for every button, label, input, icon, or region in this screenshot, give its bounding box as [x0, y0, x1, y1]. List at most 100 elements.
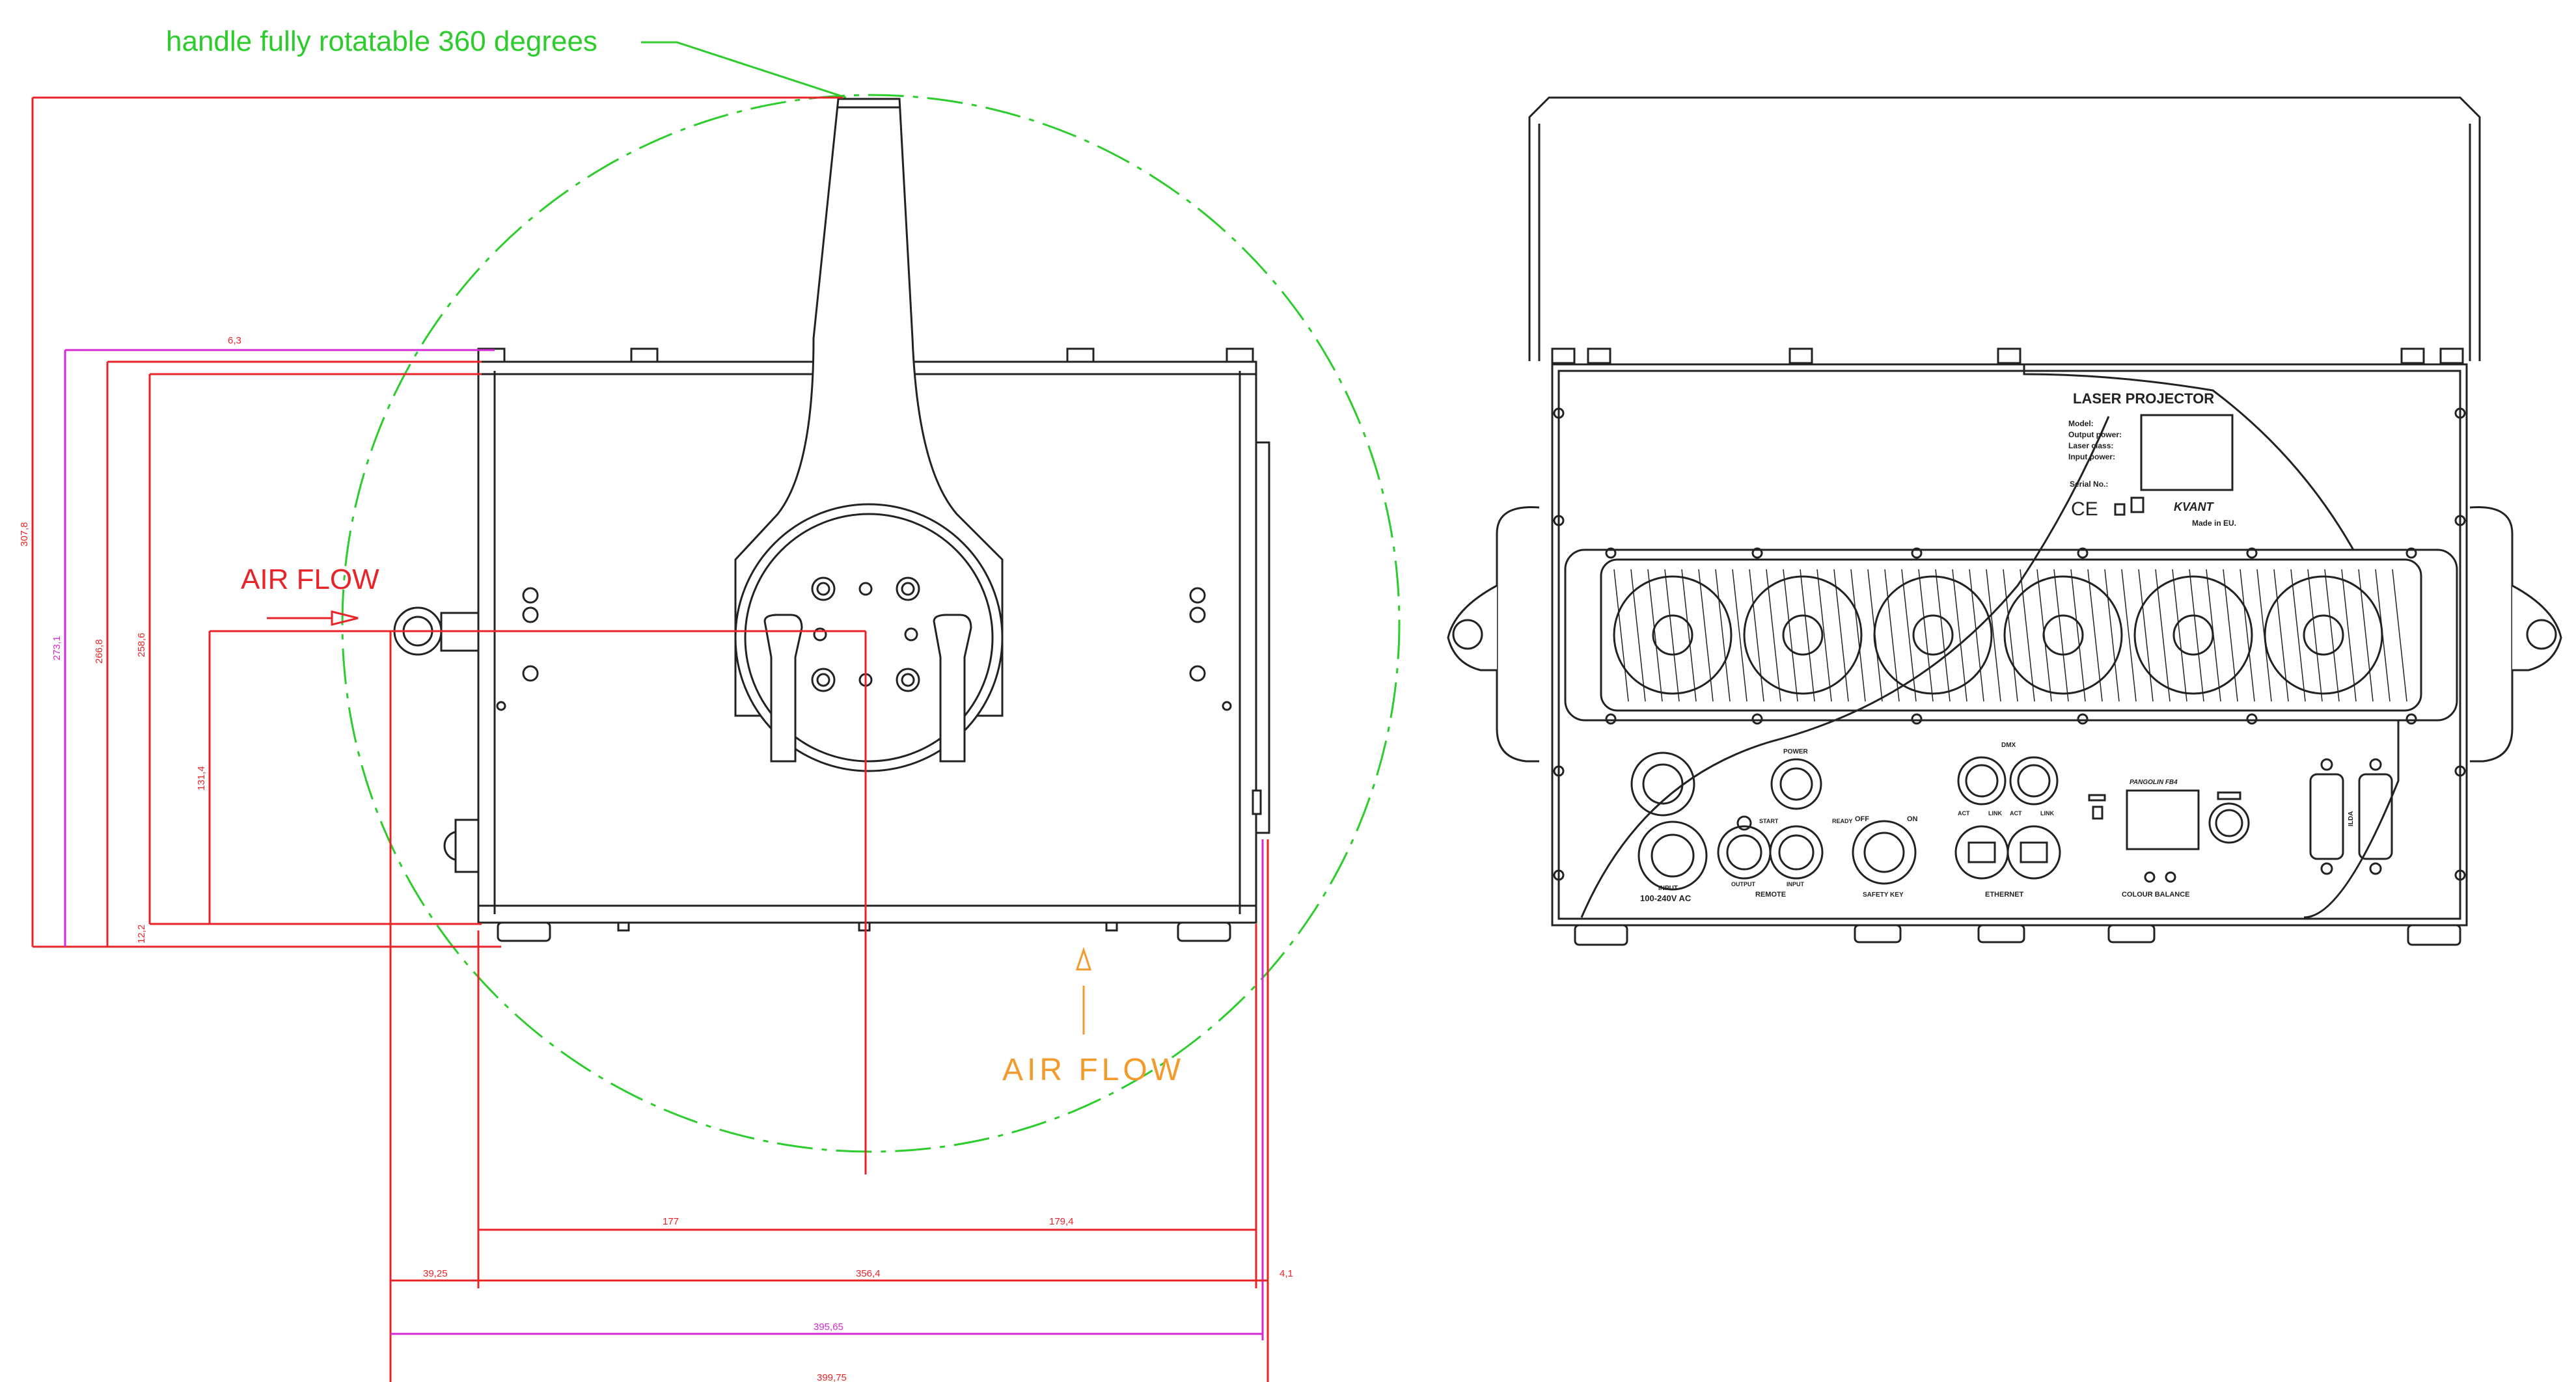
- clamp-lever-left: [763, 614, 803, 763]
- ethernet-ports: ACT LINK ACT LINK ETHERNET: [1954, 810, 2061, 899]
- vent-slot: [2155, 569, 2171, 702]
- svg-text:Input power:: Input power:: [2068, 452, 2115, 461]
- vent-slot: [1613, 569, 1629, 702]
- rear-handle-right: [2469, 506, 2514, 763]
- pangolin-module: PANGOLIN FB4 COLOUR BALANCE: [2088, 779, 2250, 899]
- side-screws: [496, 587, 1232, 711]
- svg-text:COLOUR BALANCE: COLOUR BALANCE: [2122, 891, 2190, 899]
- power-switch: POWER: [1770, 748, 1822, 810]
- svg-text:399,75: 399,75: [817, 1372, 847, 1382]
- vent-slot: [2240, 569, 2255, 702]
- vent-slot: [2189, 569, 2204, 702]
- handle-rotation-circle: [341, 94, 1401, 1153]
- vent-slot: [2324, 569, 2340, 702]
- svg-text:REMOTE: REMOTE: [1755, 891, 1786, 899]
- vent-slot: [2104, 569, 2120, 702]
- svg-text:ON: ON: [1907, 815, 1918, 823]
- vent-slot: [2392, 569, 2407, 702]
- vent-slot: [1647, 569, 1663, 702]
- svg-text:START: START: [1759, 818, 1779, 824]
- vent-slot: [1850, 569, 1866, 702]
- svg-text:READY: READY: [1832, 818, 1853, 824]
- handle-note-text: handle fully rotatable 360 degrees: [166, 25, 597, 57]
- svg-text:PANGOLIN FB4: PANGOLIN FB4: [2130, 779, 2178, 786]
- dmx-connectors: DMX: [1957, 742, 2059, 806]
- vent-slot: [1783, 569, 1798, 702]
- vent-slot: [2138, 569, 2154, 702]
- svg-text:12,2: 12,2: [136, 925, 147, 943]
- airflow-bottom-label: AIR FLOW: [1002, 1053, 1185, 1087]
- vent-slot: [2087, 569, 2103, 702]
- vent-slot: [2003, 569, 2018, 702]
- svg-text:39,25: 39,25: [423, 1268, 448, 1279]
- svg-text:LINK: LINK: [2040, 810, 2054, 817]
- svg-text:4,1: 4,1: [1280, 1268, 1293, 1279]
- rear-hood: [1528, 96, 2481, 361]
- vent-slot: [1884, 569, 1900, 702]
- svg-text:INPUT: INPUT: [1787, 881, 1805, 887]
- vent-slots: [1613, 569, 2407, 702]
- vent-slot: [2341, 569, 2357, 702]
- handle-hub: [734, 503, 1004, 772]
- svg-text:SAFETY KEY: SAFETY KEY: [1863, 891, 1904, 899]
- svg-text:258,6: 258,6: [136, 632, 147, 657]
- vent-slot: [1952, 569, 1967, 702]
- svg-text:307,8: 307,8: [19, 522, 30, 547]
- vent-slot: [1715, 569, 1731, 702]
- vent-slot: [1918, 569, 1934, 702]
- svg-text:INPUT: INPUT: [1658, 885, 1678, 892]
- vent-slot: [1766, 569, 1781, 702]
- vent-slot: [2172, 569, 2187, 702]
- vent-slot: [2053, 569, 2069, 702]
- vent-slot: [2307, 569, 2323, 702]
- rear-label-lines: Model: Output power: Laser class: Input …: [2068, 419, 2122, 461]
- vent-slot: [1935, 569, 1951, 702]
- power-input-connector: INPUT 100-240V AC: [1630, 752, 1708, 903]
- side-dimensions: 307,8 273,1 266,8 258,6 131,4 12,2 6,3: [19, 96, 1293, 1382]
- svg-text:356,4: 356,4: [856, 1268, 881, 1279]
- vent-slot: [2223, 569, 2238, 702]
- svg-text:Serial No.:: Serial No.:: [2070, 480, 2108, 489]
- vent-slot: [1664, 569, 1680, 702]
- svg-text:179,4: 179,4: [1049, 1216, 1074, 1227]
- vent-slot: [1986, 569, 2001, 702]
- vent-slot: [2070, 569, 2086, 702]
- svg-text:LINK: LINK: [1988, 810, 2002, 817]
- svg-text:177: 177: [663, 1216, 679, 1227]
- svg-text:266,8: 266,8: [94, 639, 105, 664]
- remote-connectors: START READY OUTPUT INPUT REMOTE: [1717, 815, 1853, 899]
- handle-note-leader: [641, 41, 847, 99]
- vent-slot: [2121, 569, 2137, 702]
- svg-text:ETHERNET: ETHERNET: [1985, 891, 2024, 899]
- svg-text:131,4: 131,4: [196, 766, 207, 791]
- rear-handle-left: [1496, 506, 1540, 763]
- svg-text:6,3: 6,3: [228, 335, 241, 346]
- safety-key: OFF ON SAFETY KEY: [1852, 815, 1918, 899]
- brand-logo: KVANT: [2174, 500, 2215, 513]
- ilda-connectors: ILDA: [2309, 758, 2393, 875]
- laser-projector-title: LASER PROJECTOR: [2073, 390, 2214, 407]
- svg-text:Output power:: Output power:: [2068, 430, 2122, 439]
- svg-text:CE: CE: [2071, 498, 2098, 520]
- vent-slot: [1732, 569, 1747, 702]
- clamp-lever-right: [933, 614, 972, 763]
- svg-text:POWER: POWER: [1783, 748, 1809, 755]
- svg-text:395,65: 395,65: [814, 1321, 843, 1333]
- vent-slot: [1749, 569, 1764, 702]
- svg-text:Made in EU.: Made in EU.: [2192, 519, 2236, 528]
- svg-text:OFF: OFF: [1855, 815, 1869, 823]
- vent-slot: [1816, 569, 1832, 702]
- side-view: handle fully rotatable 360 degrees: [19, 25, 1401, 1382]
- svg-text:Laser class:: Laser class:: [2068, 441, 2113, 450]
- vent-screws: [1605, 547, 2417, 725]
- svg-text:OUTPUT: OUTPUT: [1731, 881, 1756, 887]
- vent-slot: [2290, 569, 2306, 702]
- rear-view: LASER PROJECTOR Model: Output power: Las…: [1447, 96, 2562, 946]
- svg-text:ACT: ACT: [2010, 810, 2022, 817]
- svg-text:ILDA: ILDA: [2348, 811, 2355, 826]
- vent-slot: [2020, 569, 2035, 702]
- vent-slot: [1833, 569, 1849, 702]
- airflow-side-label: AIR FLOW: [241, 563, 379, 595]
